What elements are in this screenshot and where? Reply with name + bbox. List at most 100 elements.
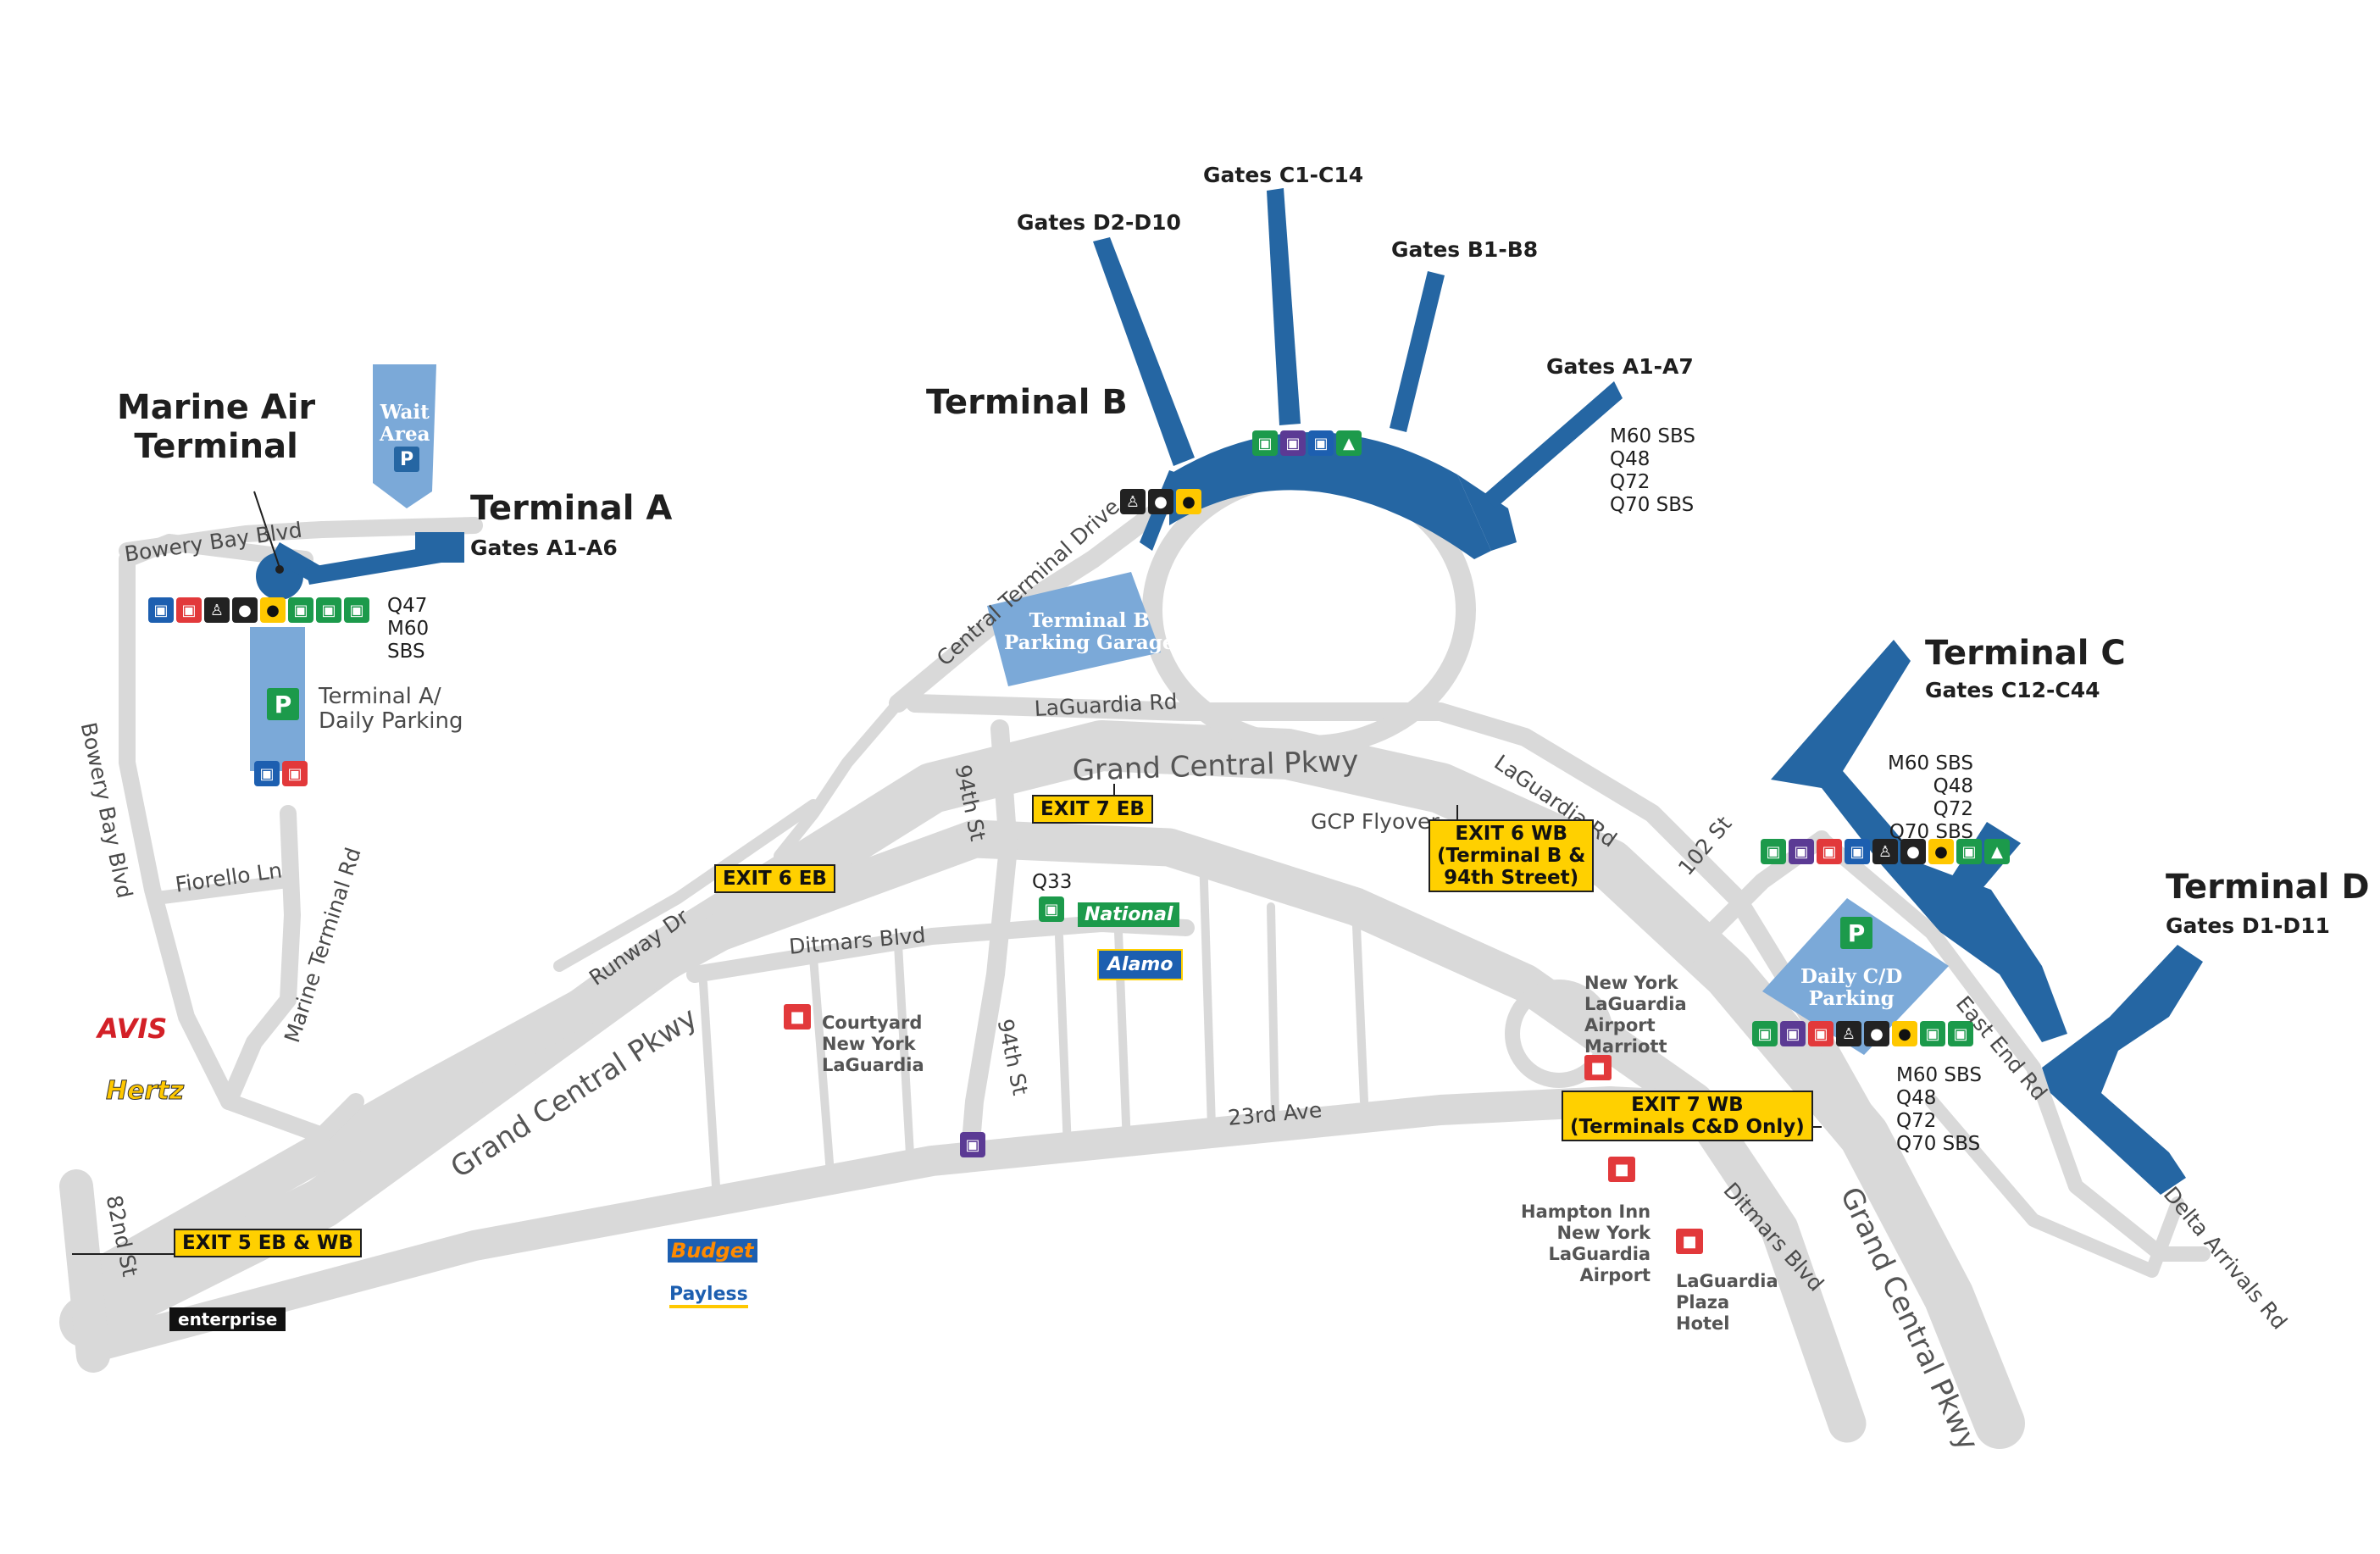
hotel-hampton-label: Hampton Inn New York LaGuardia Airport — [1521, 1202, 1651, 1285]
pedestrian-icon: ♙ — [204, 597, 230, 623]
marine-air-terminal-building — [256, 532, 464, 600]
q33-stop: ▣ — [1039, 896, 1064, 922]
avis-logo: AVIS — [97, 1013, 168, 1045]
parking-icon: P — [394, 447, 419, 472]
terminal-a-label: Terminal A — [470, 489, 673, 528]
road-grand-central-pkwy-lower — [91, 819, 1867, 1443]
hotel-marriott-label: New York LaGuardia Airport Marriott — [1584, 973, 1687, 1057]
terminal-b-garage-lot — [987, 572, 1161, 686]
road-loop-left — [774, 697, 904, 862]
road-delta-arrivals — [1925, 1095, 2184, 1278]
94th-st-stop: ▣ — [960, 1132, 985, 1157]
terminal-b-ground-services: ♙ ● ● — [1120, 489, 1201, 514]
bus-icon: ▣ — [1280, 430, 1306, 456]
bus-icon: ▣ — [148, 597, 174, 623]
marine-air-terminal-label: Marine Air Terminal — [117, 388, 316, 466]
bus-icon: ▣ — [1039, 896, 1064, 922]
taxi-icon: ● — [1176, 489, 1201, 514]
shuttle-icon: ▣ — [1920, 1021, 1945, 1046]
terminal-d-services: ▣ ▣ ▣ ♙ ● ● ▣ ▣ — [1752, 1021, 1973, 1046]
bus-icon: ▣ — [1308, 430, 1334, 456]
marine-terminal-dot — [275, 565, 284, 574]
gates-d2-d10-label: Gates D2-D10 — [1017, 210, 1181, 235]
daily-cd-parking-label: Daily C/D Parking — [1800, 965, 1903, 1010]
terminal-b-label: Terminal B — [926, 383, 1128, 422]
terminal-a-parking-services: ▣ ▣ — [254, 761, 308, 786]
enterprise-logo: enterprise — [169, 1307, 286, 1331]
shuttle-icon: ▣ — [1752, 1021, 1778, 1046]
marine-terminal-pointer — [253, 491, 280, 569]
exit-5-sign: EXIT 5 EB & WB — [174, 1229, 362, 1257]
terminal-a-services: ▣ ▣ ♙ ● ● ▣ ▣ ▣ — [148, 597, 369, 623]
bus-routes-terminal-c: M60 SBS Q48 Q72 Q70 SBS — [1888, 752, 1973, 843]
road-82nd-st — [59, 1169, 110, 1373]
bus-icon: ▣ — [1817, 839, 1842, 864]
exit-7-wb-sign: EXIT 7 WB (Terminals C&D Only) — [1562, 1091, 1813, 1141]
bus-icon: ▣ — [1845, 839, 1870, 864]
terminal-a-gates-label: Gates A1-A6 — [470, 536, 618, 560]
terminal-d-gates-label: Gates D1-D11 — [2166, 913, 2330, 938]
road-marriott-loop — [1505, 980, 1613, 1088]
pedestrian-icon: ♙ — [1836, 1021, 1861, 1046]
road-local-streets — [699, 852, 1368, 1190]
alamo-logo: Alamo — [1097, 949, 1184, 980]
ferry-icon: ▲ — [1336, 430, 1362, 456]
road-bowery-bay-top — [119, 517, 483, 559]
bus-icon: ▣ — [176, 597, 202, 623]
road-runway-dr — [553, 799, 819, 972]
parking-icon: P — [1840, 917, 1872, 949]
terminal-c-label: Terminal C — [1925, 634, 2126, 673]
national-logo: National — [1078, 902, 1180, 927]
bus-icon: ▣ — [1808, 1021, 1834, 1046]
shuttle-icon: ▣ — [316, 597, 341, 623]
bus-icon: ▣ — [1780, 1021, 1806, 1046]
bus-routes-terminal-d: M60 SBS Q48 Q72 Q70 SBS — [1896, 1064, 1982, 1155]
shuttle-icon: ▣ — [288, 597, 313, 623]
road-label-gcp-flyover: GCP Flyover — [1311, 809, 1440, 834]
shuttle-icon: ▣ — [1761, 839, 1786, 864]
shuttle-icon: ▣ — [1956, 839, 1982, 864]
bus-icon: ▣ — [282, 761, 308, 786]
road-94th-st — [961, 719, 1018, 1162]
parking-icon: P — [267, 688, 299, 720]
gates-a1-a7-label: Gates A1-A7 — [1546, 354, 1694, 379]
bus-routes-terminal-b: M60 SBS Q48 Q72 Q70 SBS — [1610, 425, 1695, 516]
rideshare-icon: ● — [232, 597, 258, 623]
hotel-icon: ■ — [1608, 1157, 1635, 1182]
bus-icon: ▣ — [254, 761, 280, 786]
hotel-courtyard-label: Courtyard New York LaGuardia — [822, 1013, 924, 1075]
taxi-icon: ● — [260, 597, 286, 623]
terminal-d-label: Terminal D — [2166, 868, 2370, 907]
pedestrian-icon: ♙ — [1120, 489, 1146, 514]
road-fiorello-ln — [150, 874, 295, 905]
road-marine-terminal-rd — [220, 805, 301, 1110]
taxi-icon: ● — [1928, 839, 1954, 864]
rideshare-icon: ● — [1148, 489, 1173, 514]
ferry-icon: ▲ — [1984, 839, 2010, 864]
bus-icon: ▣ — [960, 1132, 985, 1157]
terminal-b-garage-label: Terminal B Parking Garage — [1004, 609, 1175, 654]
road-bowery-bay-blvd — [119, 534, 364, 1144]
hotel-icon: ■ — [1676, 1229, 1703, 1254]
exit-7-eb-sign: EXIT 7 EB — [1032, 795, 1153, 824]
hotel-icon: ■ — [784, 1004, 811, 1030]
daily-cd-parking-lot — [1762, 898, 1949, 1055]
road-central-terminal-drive — [889, 499, 1170, 713]
hertz-logo: Hertz — [105, 1076, 185, 1107]
road-network — [59, 464, 2211, 1449]
exit-6-eb-sign: EXIT 6 EB — [714, 864, 835, 893]
road-east-end-rd — [1814, 831, 2211, 1262]
wait-area-lot — [373, 364, 436, 508]
terminal-c-services: ▣ ▣ ▣ ▣ ♙ ● ● ▣ ▲ — [1761, 839, 2010, 864]
terminal-d-building — [2042, 945, 2203, 1195]
shuttle-icon: ▣ — [1948, 1021, 1973, 1046]
pedestrian-icon: ♙ — [1872, 839, 1898, 864]
hotel-icon: ■ — [1584, 1055, 1612, 1080]
bus-routes-terminal-a: Q47 M60 SBS — [387, 595, 430, 663]
exit-6-wb-sign: EXIT 6 WB (Terminal B & 94th Street) — [1429, 819, 1595, 892]
terminal-c-gates-label: Gates C12-C44 — [1925, 678, 2100, 702]
payless-logo: Payless — [669, 1284, 748, 1308]
rideshare-icon: ● — [1864, 1021, 1889, 1046]
budget-logo: Budget — [668, 1239, 757, 1263]
